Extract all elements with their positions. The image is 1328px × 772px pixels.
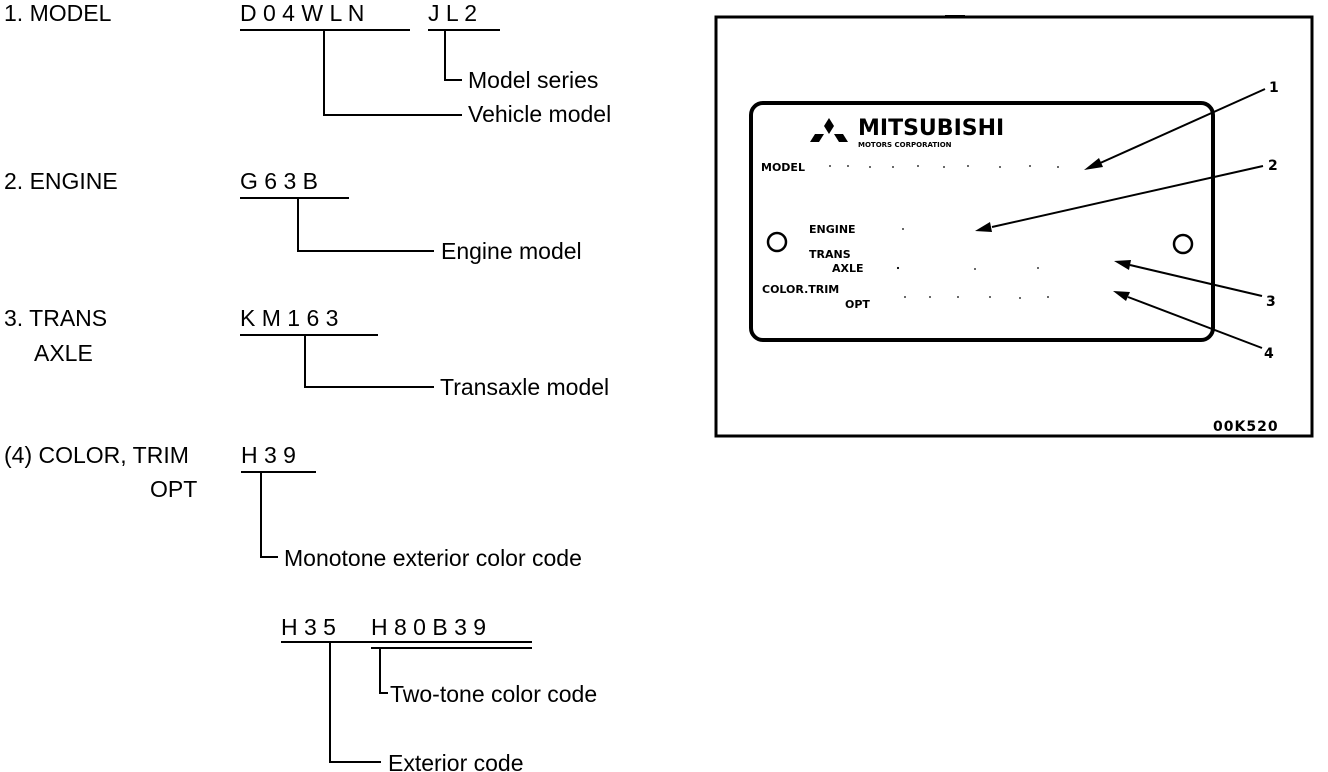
model-label: 1. MODEL [4, 0, 112, 26]
model-code: D 0 4 W L N [240, 0, 364, 26]
figure-id: 00K520 [1213, 419, 1279, 435]
plate-field-trans-1: TRANS [809, 248, 851, 261]
exterior-code-leader [329, 643, 381, 763]
callout-number-4: 4 [1264, 346, 1274, 362]
color-label-line2: OPT [150, 476, 197, 502]
plate-brand: MITSUBISHI [858, 116, 1004, 141]
plate-field-trans-2: AXLE [832, 262, 864, 275]
callout-arrow-3 [1114, 260, 1263, 297]
transaxle-model-desc: Transaxle model [440, 374, 609, 400]
engine-model-desc: Engine model [441, 238, 582, 264]
vehicle-model-desc: Vehicle model [468, 101, 611, 127]
plate-field-engine: ENGINE [809, 223, 856, 236]
plate-field-model: MODEL [761, 161, 805, 174]
callout-number-1: 1 [1269, 80, 1279, 96]
plate-value-dots [829, 165, 1059, 299]
trans-code: K M 1 6 3 [240, 305, 338, 331]
vehicle-model-leader [323, 31, 462, 116]
trans-label-line1: 3. TRANS [4, 305, 107, 331]
plate-mounting-hole-right [1172, 233, 1194, 255]
engine-label: 2. ENGINE [4, 168, 118, 194]
monotone-color-desc: Monotone exterior color code [284, 545, 582, 571]
engine-code: G 6 3 B [240, 168, 318, 194]
callout-number-2: 2 [1268, 158, 1278, 174]
engine-model-leader [297, 199, 434, 252]
twotone-color-code: H 8 0 B 3 9 [371, 614, 486, 640]
transaxle-model-leader [304, 336, 434, 388]
exterior-code-desc: Exterior code [388, 750, 524, 772]
model-series-code: J L 2 [428, 0, 477, 26]
plate-mounting-hole-left [766, 231, 788, 253]
mitsubishi-logo-icon [810, 118, 848, 142]
model-series-leader [444, 31, 462, 81]
twotone-exterior-code: H 3 5 [281, 614, 336, 640]
color-code: H 3 9 [241, 442, 296, 468]
callout-arrow-1 [1084, 88, 1266, 170]
callout-arrow-2 [975, 165, 1264, 232]
trans-label-line2: AXLE [34, 340, 93, 366]
callout-number-3: 3 [1266, 294, 1276, 310]
twotone-color-leader [379, 649, 388, 694]
plate-brand-sub: MOTORS CORPORATION [858, 141, 952, 149]
monotone-color-leader [260, 473, 278, 558]
plate-field-color-1: COLOR.TRIM [762, 283, 839, 296]
plate-field-color-2: OPT [845, 298, 870, 311]
twotone-color-desc: Two-tone color code [390, 681, 597, 707]
model-series-desc: Model series [468, 67, 598, 93]
color-label-line1: (4) COLOR, TRIM [4, 442, 189, 468]
callout-arrow-4 [1113, 291, 1263, 349]
